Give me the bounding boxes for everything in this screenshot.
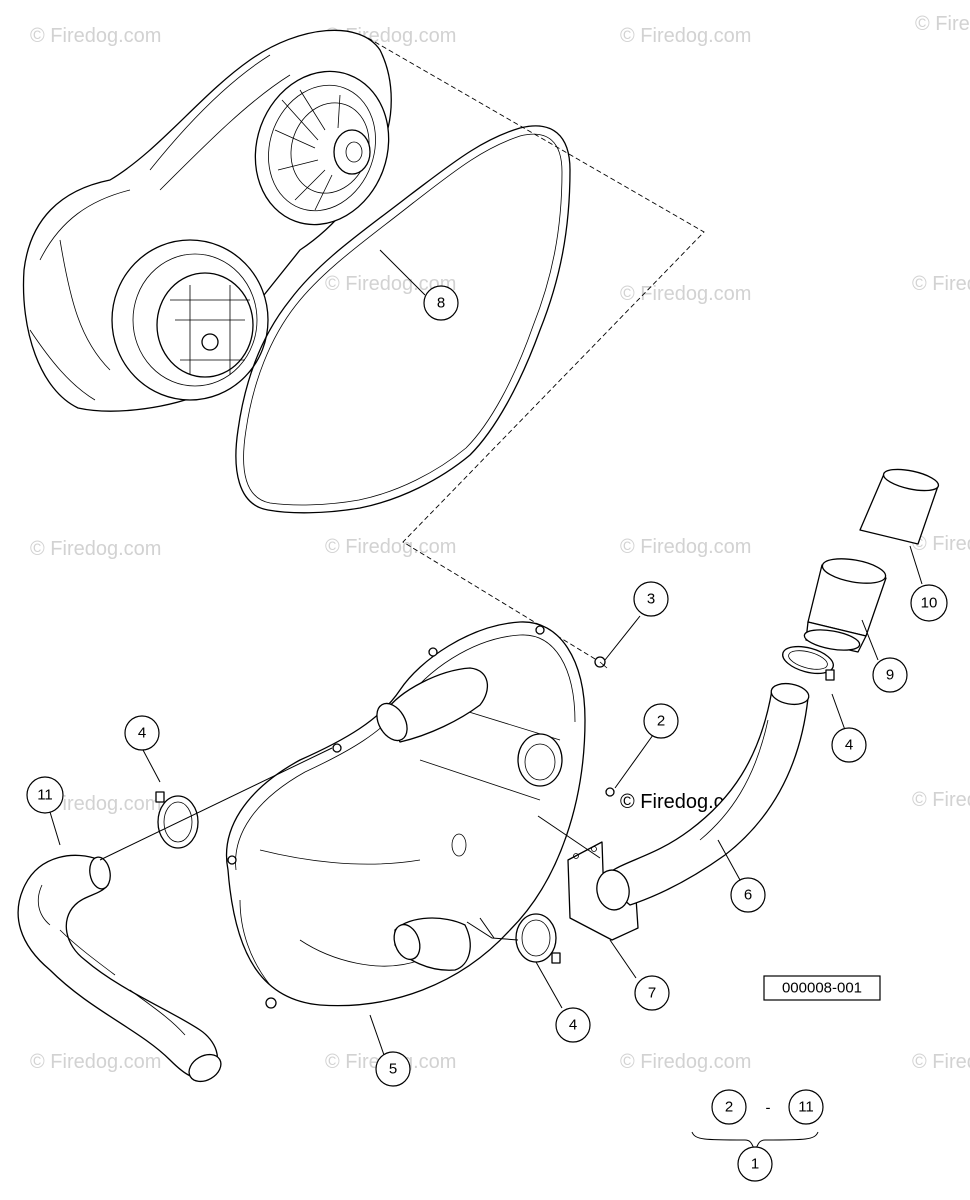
- watermark: © Firedog.com: [30, 25, 161, 47]
- watermark: © Firedog.com: [912, 533, 970, 555]
- assembly-range: 2 - 11 1: [711, 1089, 824, 1182]
- range-to: 11: [788, 1089, 824, 1125]
- callout-number: 1: [751, 1156, 759, 1173]
- callout-number: 4: [138, 725, 146, 742]
- callout-number: 10: [921, 595, 938, 612]
- callout-number: 3: [647, 591, 655, 608]
- callout-number: 2: [657, 713, 665, 730]
- callout-number: 11: [37, 787, 53, 804]
- callout-4: 4: [831, 727, 867, 763]
- pre-filter-sleeve: [859, 468, 940, 545]
- watermark: © Firedog.com: [620, 283, 751, 305]
- watermark: © Firedog.com: [915, 13, 970, 35]
- callout-number: 11: [798, 1099, 814, 1116]
- watermark: © Firedog.com: [325, 273, 456, 295]
- callout-6: 6: [730, 877, 766, 913]
- reference-code-box: 000008-001: [763, 975, 881, 1001]
- range-separator: -: [766, 1100, 771, 1117]
- screw: [594, 656, 608, 669]
- watermark: © Firedog.com: [620, 1051, 751, 1073]
- callout-11: 11: [26, 776, 64, 814]
- air-filter: [803, 558, 887, 653]
- intake-hose: [17, 854, 222, 1083]
- watermark: © Firedog.com: [620, 536, 751, 558]
- callout-2: 2: [643, 703, 679, 739]
- callout-4: 4: [555, 1007, 591, 1043]
- callout-4: 4: [124, 715, 160, 751]
- callout-9: 9: [872, 657, 908, 693]
- watermark: © Firedog.com: [912, 273, 970, 295]
- callout-number: 6: [744, 887, 752, 904]
- callout-7: 7: [634, 975, 670, 1011]
- hose-clamp: [155, 791, 199, 849]
- callout-number: 8: [437, 295, 445, 312]
- hose-clamp: [782, 645, 835, 681]
- callout-number: 2: [725, 1099, 733, 1116]
- callout-number: 4: [845, 737, 853, 754]
- callout-number: 4: [569, 1017, 577, 1034]
- range-total: 1: [737, 1146, 773, 1182]
- callout-5: 5: [375, 1051, 411, 1087]
- hose-clamp: [515, 913, 561, 964]
- watermark: © Firedog.com: [912, 789, 970, 811]
- callout-8: 8: [423, 285, 459, 321]
- callout-3: 3: [633, 581, 669, 617]
- inner-cover-assembly: [22, 29, 392, 412]
- reference-code: 000008-001: [782, 980, 862, 997]
- leader-lines: [49, 249, 923, 1151]
- callout-number: 5: [389, 1061, 397, 1078]
- callout-10: 10: [910, 584, 948, 622]
- callout-number: 9: [886, 667, 894, 684]
- screw: [605, 787, 615, 797]
- watermark: © Firedog.com: [325, 536, 456, 558]
- watermark: © Firedog.com: [30, 538, 161, 560]
- watermark: © Firedog.com: [620, 25, 751, 47]
- drive-belt: [235, 125, 571, 514]
- air-duct-tube: [596, 682, 810, 911]
- watermark: © Firedog.com: [30, 1051, 161, 1073]
- range-from: 2: [711, 1089, 747, 1125]
- outer-cover: [225, 621, 586, 1009]
- watermark: © Firedog.com: [912, 1051, 970, 1073]
- assembly-dash-lines: [367, 37, 705, 663]
- callout-number: 7: [648, 985, 656, 1002]
